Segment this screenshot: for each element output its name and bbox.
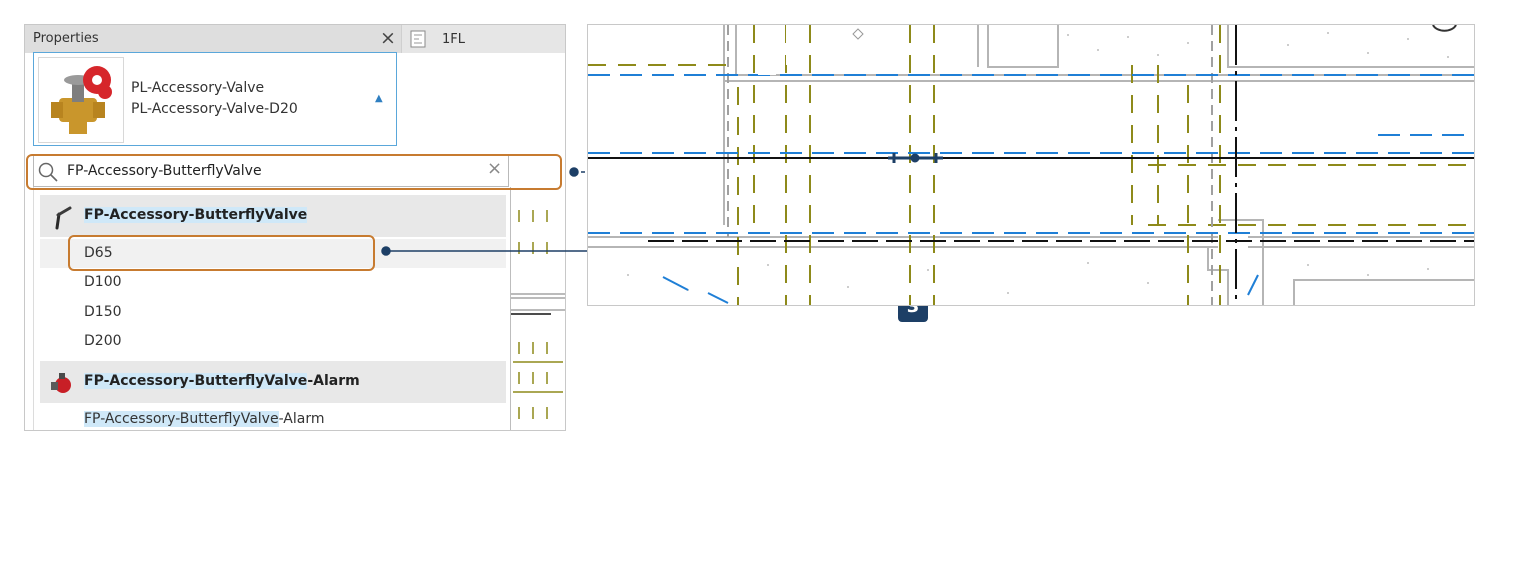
type-selector[interactable]: PL-Accessory-Valve PL-Accessory-Valve-D2…	[33, 52, 397, 146]
floor-plan-canvas	[588, 25, 1474, 305]
callout-d65-highlight	[68, 235, 375, 271]
placed-butterfly-valve	[888, 153, 943, 163]
plan-view-icon	[410, 30, 426, 48]
view-tab-1fl[interactable]: 1FL	[401, 25, 565, 53]
result-type-d200[interactable]: D200	[40, 327, 506, 356]
plan-drawing-view[interactable]	[587, 24, 1475, 306]
properties-title: Properties	[33, 31, 99, 46]
type-family-name: PL-Accessory-Valve	[131, 80, 265, 96]
callout-search-highlight	[26, 154, 562, 190]
result-type-label: D65	[84, 245, 113, 261]
result-type-d150[interactable]: D150	[40, 298, 506, 327]
result-type-alarm[interactable]: FP-Accessory-ButterflyValve-Alarm	[40, 405, 506, 430]
view-tab-label: 1FL	[442, 32, 465, 47]
result-type-label: D150	[84, 304, 122, 320]
background-drawing-fragment	[511, 210, 565, 419]
gate-valve-thumbnail-icon	[51, 66, 112, 134]
result-group-butterfly-valve[interactable]: FP-Accessory-ButterflyValve	[40, 195, 506, 237]
result-type-label: FP-Accessory-ButterflyValve-Alarm	[84, 411, 325, 427]
close-icon[interactable]: ×	[380, 27, 396, 49]
result-type-label: D200	[84, 333, 122, 349]
alarm-valve-icon	[51, 373, 71, 393]
search-input[interactable]	[67, 161, 467, 181]
result-type-d65[interactable]: D65	[40, 239, 506, 268]
result-group-label: FP-Accessory-ButterflyValve	[84, 207, 308, 223]
properties-panel: Properties × 1FL PL-Accessory-Valve PL-A…	[24, 24, 566, 431]
type-name: PL-Accessory-Valve-D20	[131, 101, 298, 117]
clear-search-icon[interactable]: ×	[487, 158, 503, 179]
result-type-d100[interactable]: D100	[40, 268, 506, 297]
type-thumbnail	[38, 57, 124, 143]
search-results-dropdown: FP-Accessory-ButterflyValve D65 D100 D15…	[33, 187, 511, 430]
butterfly-valve-icon	[55, 206, 72, 230]
result-group-butterfly-valve-alarm[interactable]: FP-Accessory-ButterflyValve-Alarm	[40, 361, 506, 403]
search-icon	[38, 162, 58, 182]
expand-arrow-icon[interactable]: ▲	[375, 93, 383, 104]
result-type-label: D100	[84, 274, 122, 290]
result-group-label: FP-Accessory-ButterflyValve-Alarm	[84, 373, 360, 389]
properties-header: Properties ×	[25, 25, 401, 53]
